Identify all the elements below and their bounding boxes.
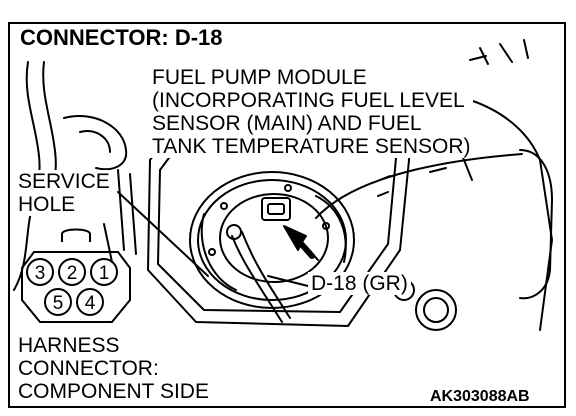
service-hole-label-line: SERVICE xyxy=(18,170,110,193)
module-label-line: TANK TEMPERATURE SENSOR) xyxy=(152,135,471,158)
harness-connector-label: HARNESS CONNECTOR: COMPONENT SIDE xyxy=(16,334,211,403)
module-connector xyxy=(261,197,291,221)
pin-3 xyxy=(26,258,54,286)
pin-5 xyxy=(44,288,72,316)
pin-1 xyxy=(90,258,118,286)
right-body-structure xyxy=(469,99,553,331)
module-leader-line xyxy=(315,153,523,219)
pin-4 xyxy=(76,288,104,316)
harness-connector-face xyxy=(21,228,131,323)
pin-label-4: 4 xyxy=(85,293,96,314)
connector-callout: D-18 (GR) xyxy=(308,272,411,295)
module-label-line: (INCORPORATING FUEL LEVEL xyxy=(152,89,465,112)
diagram-title: CONNECTOR: D-18 xyxy=(18,25,225,50)
pin-label-2: 2 xyxy=(67,263,78,284)
figure-code: AK303088AB xyxy=(430,388,530,405)
connector-leader-line xyxy=(267,275,309,287)
fuel-pump-module-label: FUEL PUMP MODULE (INCORPORATING FUEL LEV… xyxy=(150,66,473,158)
diagram-frame xyxy=(8,22,566,408)
pin-label-1: 1 xyxy=(99,263,110,284)
left-harness-clip xyxy=(63,115,128,171)
fuel-pump-module-flange xyxy=(219,193,329,283)
module-label-line: SENSOR (MAIN) AND FUEL xyxy=(152,112,422,135)
service-hole-label: SERVICE HOLE xyxy=(16,170,112,216)
harness-label-line: HARNESS xyxy=(18,334,120,357)
retaining-ring-segment xyxy=(200,213,237,291)
service-hole-label-line: HOLE xyxy=(18,193,76,216)
service-hole-leader-line xyxy=(117,191,209,277)
module-label-line: FUEL PUMP MODULE xyxy=(152,66,367,89)
pin-label-3: 3 xyxy=(35,263,46,284)
drain-plug xyxy=(415,289,457,331)
pin-2 xyxy=(58,258,86,286)
harness-label-line: COMPONENT SIDE xyxy=(18,380,209,403)
harness-label-line: CONNECTOR: xyxy=(18,357,159,380)
pin-label-5: 5 xyxy=(53,293,64,314)
fuel-hose xyxy=(231,235,283,323)
